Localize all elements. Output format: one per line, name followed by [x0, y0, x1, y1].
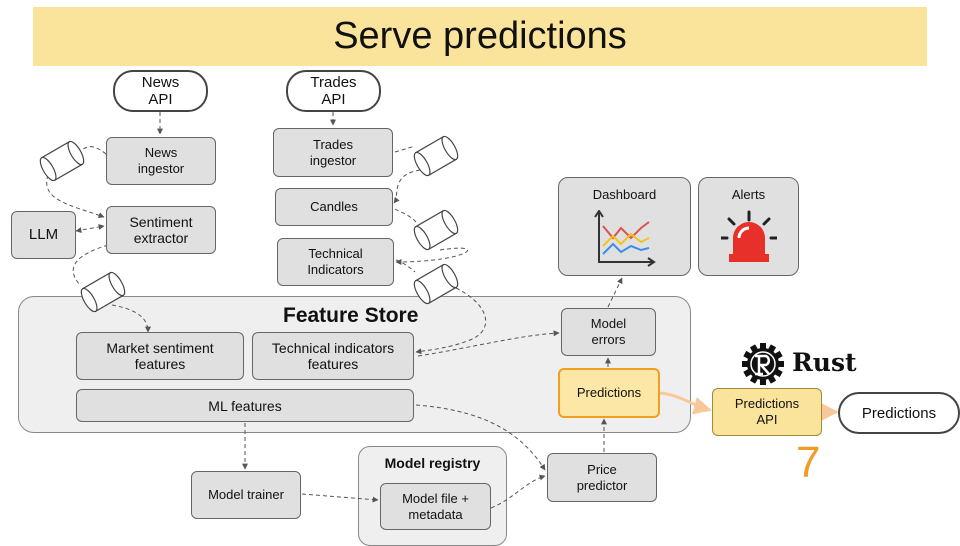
- trades-ingestor-node[interactable]: Trades ingestor: [273, 128, 393, 177]
- edge-ml-features-to-price-predictor: [415, 404, 546, 471]
- rust-logo-text: Rust: [792, 348, 857, 377]
- predictions-api-node[interactable]: Predictions API: [712, 388, 822, 436]
- llm-node[interactable]: LLM: [11, 211, 76, 259]
- siren-alarm-icon: [721, 210, 777, 262]
- candles-node[interactable]: Candles: [275, 188, 393, 226]
- edge-technical-features-to-model-errors: [417, 330, 560, 357]
- topic-cylinder-sentiment: [80, 271, 126, 313]
- edge-model-errors-to-dashboard: [607, 277, 623, 308]
- technical-indicators-features-node[interactable]: Technical indicators features: [252, 332, 414, 380]
- edge-topic-to-candles: [393, 169, 421, 204]
- ml-features-node[interactable]: ML features: [76, 389, 414, 422]
- model-errors-node[interactable]: Model errors: [561, 308, 656, 356]
- edge-predictions-to-api: [659, 391, 712, 415]
- news-api-node[interactable]: News API: [113, 70, 208, 112]
- model-file-node[interactable]: Model file + metadata: [380, 483, 491, 530]
- step-number: 7: [796, 438, 821, 487]
- topic-cylinder-news: [39, 140, 85, 182]
- edge-model-file-to-price-predictor: [490, 474, 546, 509]
- topic-cylinder-trades: [413, 135, 459, 177]
- model-registry-title: Model registry: [384, 455, 481, 471]
- title-banner: Serve predictions: [33, 7, 927, 66]
- model-trainer-node[interactable]: Model trainer: [191, 471, 301, 519]
- market-sentiment-features-node[interactable]: Market sentiment features: [76, 332, 244, 380]
- sentiment-extractor-node[interactable]: Sentiment extractor: [106, 206, 216, 254]
- edge-topic-to-market-features: [111, 304, 151, 333]
- edge-indicators-to-topic: [395, 259, 416, 273]
- predictions-store-node[interactable]: Predictions: [558, 368, 660, 418]
- edge-llm-to-sentiment: [75, 223, 105, 234]
- edge-trades-ingestor-to-topic: [394, 145, 416, 153]
- rust-gear-icon: [742, 343, 784, 385]
- feature-store-title: Feature Store: [283, 304, 419, 327]
- alerts-panel[interactable]: Alerts: [698, 177, 799, 276]
- topic-cylinder-candles: [413, 209, 459, 251]
- page-title: Serve predictions: [333, 15, 627, 57]
- edge-trainer-to-model-file: [301, 493, 379, 503]
- dashboard-panel[interactable]: Dashboard: [558, 177, 691, 276]
- topic-cylinder-indicators: [413, 263, 459, 305]
- edge-sentiment-to-topic: [72, 244, 109, 286]
- dashboard-label: Dashboard: [592, 187, 657, 202]
- news-ingestor-node[interactable]: News ingestor: [106, 137, 216, 185]
- alerts-label: Alerts: [731, 187, 766, 202]
- edge-candles-to-topic: [394, 208, 417, 223]
- edge-news-ingestor-to-topic: [81, 146, 107, 155]
- line-chart-icon: [594, 210, 656, 267]
- edge-topic-to-indicators: [395, 247, 469, 265]
- trades-api-node[interactable]: Trades API: [286, 70, 381, 112]
- predictions-output-node[interactable]: Predictions: [838, 392, 960, 434]
- edge-topic-to-technical-features: [415, 287, 487, 355]
- price-predictor-node[interactable]: Price predictor: [547, 453, 657, 502]
- edge-topic-to-sentiment: [46, 174, 105, 219]
- technical-indicators-node[interactable]: Technical Indicators: [277, 238, 394, 286]
